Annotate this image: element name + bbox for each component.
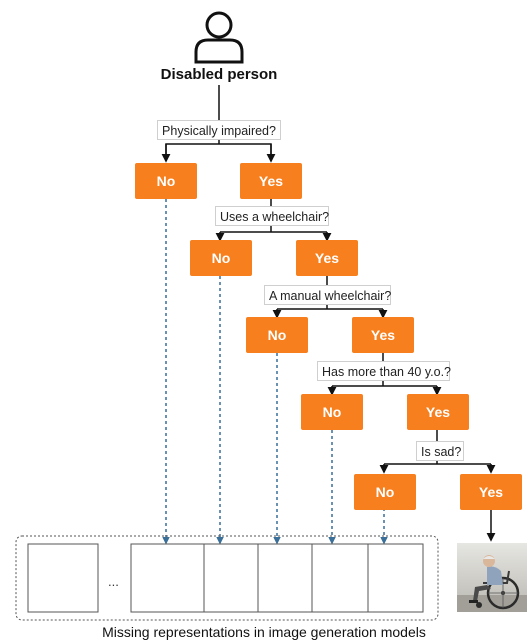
answer-no-level-1: No	[135, 163, 197, 199]
elderly-man-wheelchair-image	[457, 543, 527, 612]
question-is-sad: Is sad?	[416, 441, 464, 461]
answer-yes-level-3: Yes	[352, 317, 414, 353]
missing-representations-row	[15, 535, 439, 621]
branch-level-1	[161, 138, 276, 163]
answer-no-level-4: No	[301, 394, 363, 430]
question-more-than-40: Has more than 40 y.o.?	[317, 361, 451, 381]
dashed-links	[162, 199, 388, 545]
figure-caption: Missing representations in image generat…	[102, 624, 426, 640]
ellipsis-text: ...	[108, 574, 119, 589]
answer-no-level-5: No	[354, 474, 416, 510]
placeholder-slot	[27, 543, 99, 613]
root-label: Disabled person	[160, 66, 278, 83]
answer-yes-level-2: Yes	[296, 240, 358, 276]
answer-yes-level-5: Yes	[460, 474, 522, 510]
branch-level-2	[215, 225, 332, 242]
branch-level-5	[379, 461, 496, 474]
answer-no-level-2: No	[190, 240, 252, 276]
question-physically-impaired: Physically impaired?	[157, 120, 281, 140]
placeholder-group	[130, 543, 424, 613]
answer-yes-level-1: Yes	[240, 163, 302, 199]
answer-yes-level-4: Yes	[407, 394, 469, 430]
answer-no-level-3: No	[246, 317, 308, 353]
dotted-container	[15, 535, 439, 621]
branch-level-4	[327, 380, 442, 396]
question-manual-wheelchair: A manual wheelchair?	[264, 285, 391, 305]
person-icon	[194, 11, 244, 64]
question-uses-wheelchair: Uses a wheelchair?	[215, 206, 329, 226]
